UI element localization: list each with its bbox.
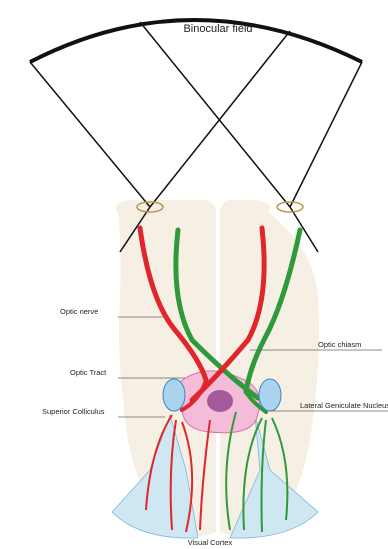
field-edge-left (30, 62, 150, 207)
label-lateral-geniculate: Lateral Geniculate Nucleus (300, 401, 388, 410)
label-visual-cortex: Visual Cortex (188, 538, 233, 547)
label-optic-chiasm: Optic chiasm (318, 340, 361, 349)
label-optic-nerve: Optic nerve (60, 307, 98, 316)
label-binocular-field: Binocular field (183, 23, 252, 35)
sightline-right-eye (140, 22, 290, 207)
lateral-geniculate-right (259, 379, 281, 411)
label-optic-tract: Optic Tract (70, 368, 107, 377)
midbrain-nucleus (207, 390, 233, 412)
label-superior-colliculus: Superior Colliculus (42, 407, 105, 416)
field-edge-right (290, 62, 362, 207)
superior-colliculus-left (163, 379, 185, 411)
